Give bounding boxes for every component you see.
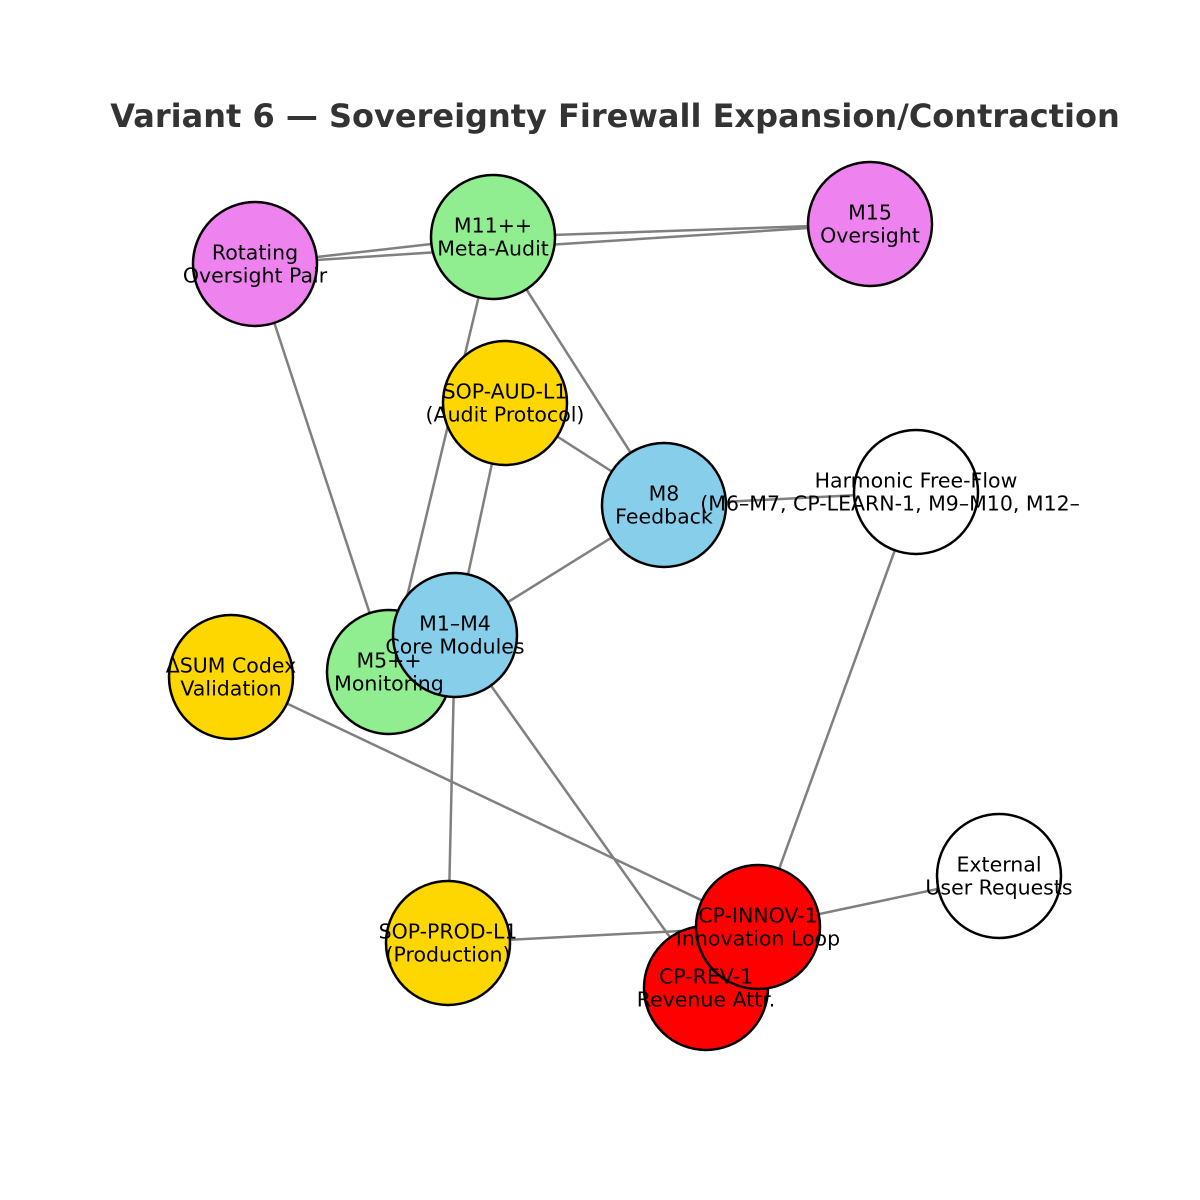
node-cpinnov [694, 863, 822, 991]
node-label-sopaud: SOP-AUD-L1(Audit Protocol) [426, 380, 585, 427]
node-label-line: User Requests [925, 876, 1072, 900]
node-label-line: Rotating [212, 241, 298, 265]
node-rotating [191, 200, 319, 328]
node-label-line: M11++ [454, 214, 532, 238]
node-label-line: M8 [649, 482, 680, 506]
diagram-title: Variant 6 — Sovereignty Firewall Expansi… [110, 97, 1119, 135]
node-label-line: ΔSUM Codex [166, 654, 297, 678]
node-label-line: SOP-PROD-L1 [379, 920, 518, 944]
node-label-line: Monitoring [334, 672, 444, 696]
node-m1 [391, 571, 519, 699]
node-label-line: Feedback [615, 505, 713, 529]
node-label-line: Oversight Pair [183, 264, 328, 288]
node-label-line: Core Modules [385, 635, 524, 659]
nodes-layer [167, 160, 1063, 1052]
node-label-line: Revenue Attr. [637, 988, 776, 1012]
edge-sum-cpinnov [230, 675, 759, 929]
node-m15 [806, 160, 934, 288]
edges-layer [230, 222, 1000, 989]
node-label-line: M1–M4 [419, 612, 491, 636]
node-label-line: Validation [180, 677, 281, 701]
node-m8 [600, 441, 728, 569]
node-label-line: M15 [848, 201, 892, 225]
node-sum [167, 613, 295, 741]
node-external [935, 812, 1063, 940]
node-label-line: External [956, 853, 1041, 877]
node-label-m11: M11++Meta-Audit [437, 214, 549, 261]
node-label-line: CP-INNOV-1 [698, 904, 817, 928]
node-label-line: (Production) [385, 943, 510, 967]
edge-rotating-m5 [253, 263, 391, 673]
node-label-m5: M5++Monitoring [334, 649, 444, 696]
node-label-line: Harmonic Free-Flow [815, 469, 1018, 493]
node-label-line: CP-REV-1 [659, 965, 753, 989]
node-label-sopprod: SOP-PROD-L1(Production) [379, 920, 518, 967]
node-label-line: Oversight [820, 224, 920, 248]
node-label-harmonic: Harmonic Free-Flow(M6–M7, CP-LEARN-1, M9… [700, 469, 1131, 516]
edge-m1-cprev [453, 634, 708, 989]
node-label-line: M5++ [356, 649, 421, 673]
node-label-line: (M6–M7, CP-LEARN-1, M9–M10, M12–M14) [700, 492, 1131, 516]
node-sopprod [384, 879, 512, 1007]
node-sopaud [441, 339, 569, 467]
edge-harmonic-cpinnov [756, 491, 918, 928]
node-label-line: Meta-Audit [437, 237, 549, 261]
node-harmonic [852, 428, 980, 556]
node-label-line: Innovation Loop [676, 927, 840, 951]
edge-rotating-m15 [254, 222, 871, 266]
node-m11 [429, 173, 557, 301]
node-label-line: SOP-AUD-L1 [443, 380, 568, 404]
node-label-line: (Audit Protocol) [426, 403, 585, 427]
